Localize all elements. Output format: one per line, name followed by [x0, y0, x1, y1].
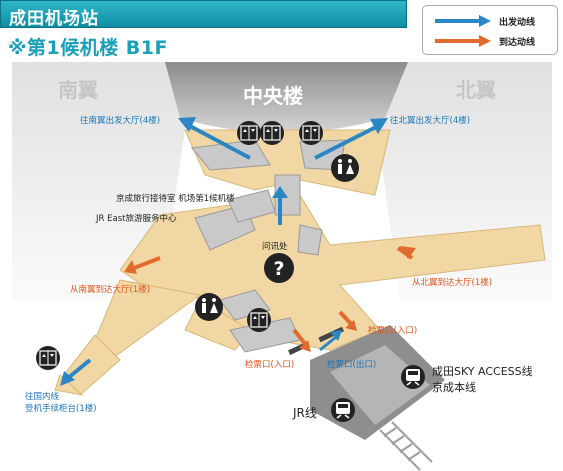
header-bar: 成田机场站	[0, 0, 407, 29]
train-icon	[401, 365, 425, 389]
jr-east-center-label: JR East旅游服务中心	[96, 214, 177, 224]
elevator-icon	[299, 121, 323, 145]
elevator-icon	[260, 121, 284, 145]
information-label: 问讯处	[262, 242, 288, 252]
svg-text:?: ?	[273, 258, 284, 280]
elevator-icon	[247, 308, 271, 332]
legend-departure-label: 出发动线	[499, 18, 536, 28]
restroom-icon	[195, 293, 223, 321]
information-icon: ?	[264, 253, 294, 283]
north-wing-label: 北翼	[456, 78, 496, 102]
legend: 出发动线 到达动线	[422, 5, 558, 55]
restroom-icon	[331, 154, 359, 182]
legend-arrival-label: 到达动线	[499, 38, 536, 48]
elevator-icon	[237, 121, 261, 145]
south-wing-label: 南翼	[58, 78, 98, 102]
departure-routes	[60, 117, 388, 386]
from-north-arrival-label: 从北翼到达大厅(1楼)	[412, 278, 493, 288]
to-north-departure-label: 往北翼出发大厅(4楼)	[390, 116, 471, 126]
domestic-label: 往国内线	[25, 392, 60, 402]
from-south-arrival-label: 从南翼到达大厅(1楼)	[70, 285, 151, 295]
gate-entrance-left-label: 检票口(入口)	[245, 360, 295, 370]
central-building-label: 中央楼	[243, 84, 303, 108]
arrival-arrow-icon	[435, 35, 491, 47]
elevator-icon	[36, 346, 60, 370]
railway-tracks	[379, 421, 433, 471]
departure-arrow-icon	[435, 15, 491, 27]
keisei-main-label: 京成本线	[432, 381, 476, 394]
floor-subtitle: ※第1候机楼 B1F	[8, 37, 168, 59]
sky-access-label: 成田SKY ACCESS线	[432, 365, 533, 378]
platform-inner	[330, 345, 430, 425]
jr-line-label: JR线	[293, 406, 317, 420]
arrival-routes	[124, 246, 416, 352]
legend-departure: 出发动线	[433, 14, 557, 30]
train-icon	[331, 398, 355, 422]
station-title: 成田机场站	[9, 9, 99, 29]
domestic-counter-label: 登机手续柜台(1楼)	[25, 404, 97, 414]
gate-exit-label: 检票口(出口)	[327, 360, 377, 370]
keisei-lounge-label: 京成旅行接待室 机场第1候机楼	[116, 194, 235, 204]
to-south-departure-label: 往南翼出发大厅(4楼)	[80, 116, 161, 126]
gate-entrance-right-label: 检票口(入口)	[368, 326, 418, 336]
legend-arrival: 到达动线	[433, 34, 557, 50]
central-building	[165, 62, 408, 133]
